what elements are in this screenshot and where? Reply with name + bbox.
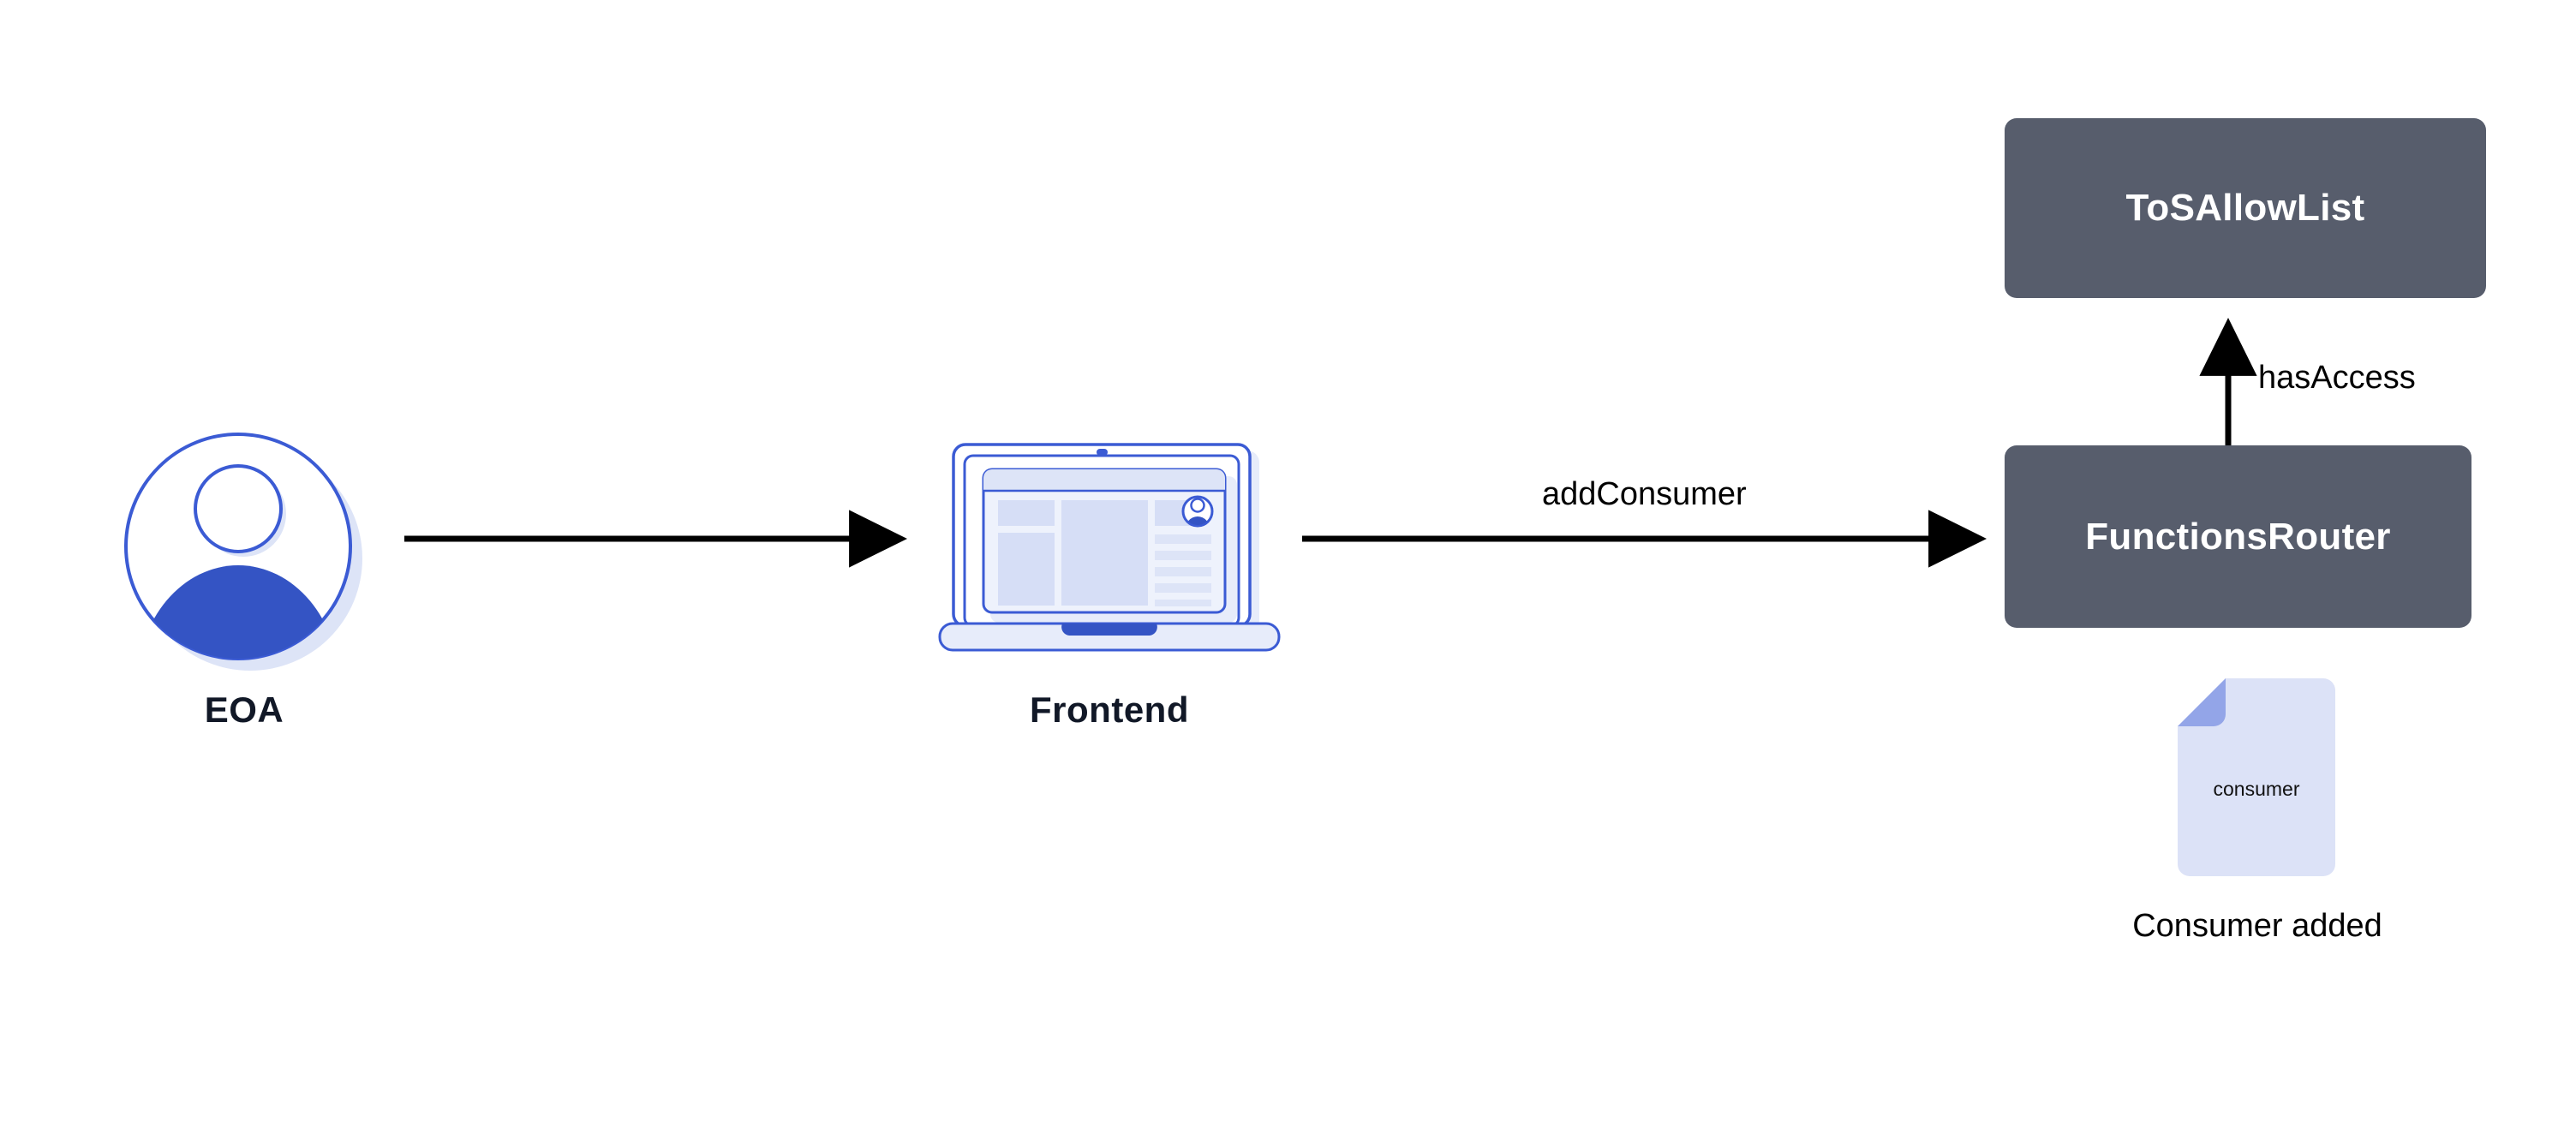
document-caption: Consumer added <box>2132 908 2382 944</box>
node-functions-router[interactable]: FunctionsRouter <box>2005 445 2471 628</box>
edge-label-has-access: hasAccess <box>2258 360 2416 396</box>
node-eoa-label: EOA <box>204 689 284 730</box>
edge-label-add-consumer: addConsumer <box>1542 476 1747 512</box>
node-consumer-document[interactable]: consumer Consumer added <box>2132 677 2450 951</box>
user-avatar-icon <box>120 428 368 677</box>
node-frontend[interactable]: Frontend <box>925 428 1302 771</box>
node-eoa[interactable]: EOA <box>120 428 377 762</box>
node-functions-router-label: FunctionsRouter <box>2085 515 2391 558</box>
document-inner-label: consumer <box>2213 778 2300 800</box>
laptop-icon <box>925 428 1294 660</box>
node-frontend-label: Frontend <box>1030 689 1189 730</box>
document-icon <box>2176 677 2337 878</box>
node-tos-allowlist[interactable]: ToSAllowList <box>2005 118 2486 298</box>
node-tos-allowlist-label: ToSAllowList <box>2125 187 2365 229</box>
